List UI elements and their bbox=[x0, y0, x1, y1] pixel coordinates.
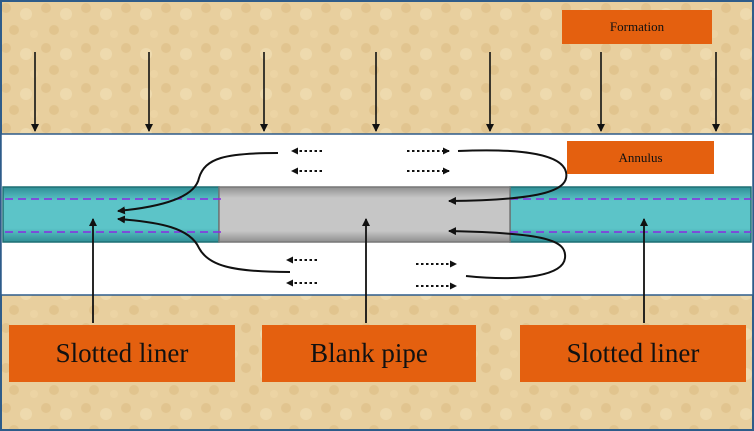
slotted-liner-right-label: Slotted liner bbox=[520, 325, 746, 382]
flow-curve-bottom-left bbox=[117, 215, 291, 273]
flow-curves bbox=[117, 149, 568, 280]
blank-pipe bbox=[218, 186, 511, 243]
formation-label: Formation bbox=[562, 10, 712, 44]
annulus-label: Annulus bbox=[567, 141, 714, 174]
dotted-flow-arrows bbox=[286, 147, 457, 290]
flow-curve-bottom-right bbox=[448, 227, 567, 280]
flow-curve-top-left bbox=[117, 152, 279, 215]
formation-arrows bbox=[31, 52, 720, 132]
slotted-liner-left-label: Slotted liner bbox=[9, 325, 235, 382]
flow-curve-top-right bbox=[448, 149, 568, 205]
pointer-arrows bbox=[89, 218, 648, 323]
slotted-liner-right-pipe bbox=[509, 186, 752, 243]
blank-pipe-label: Blank pipe bbox=[262, 325, 476, 382]
